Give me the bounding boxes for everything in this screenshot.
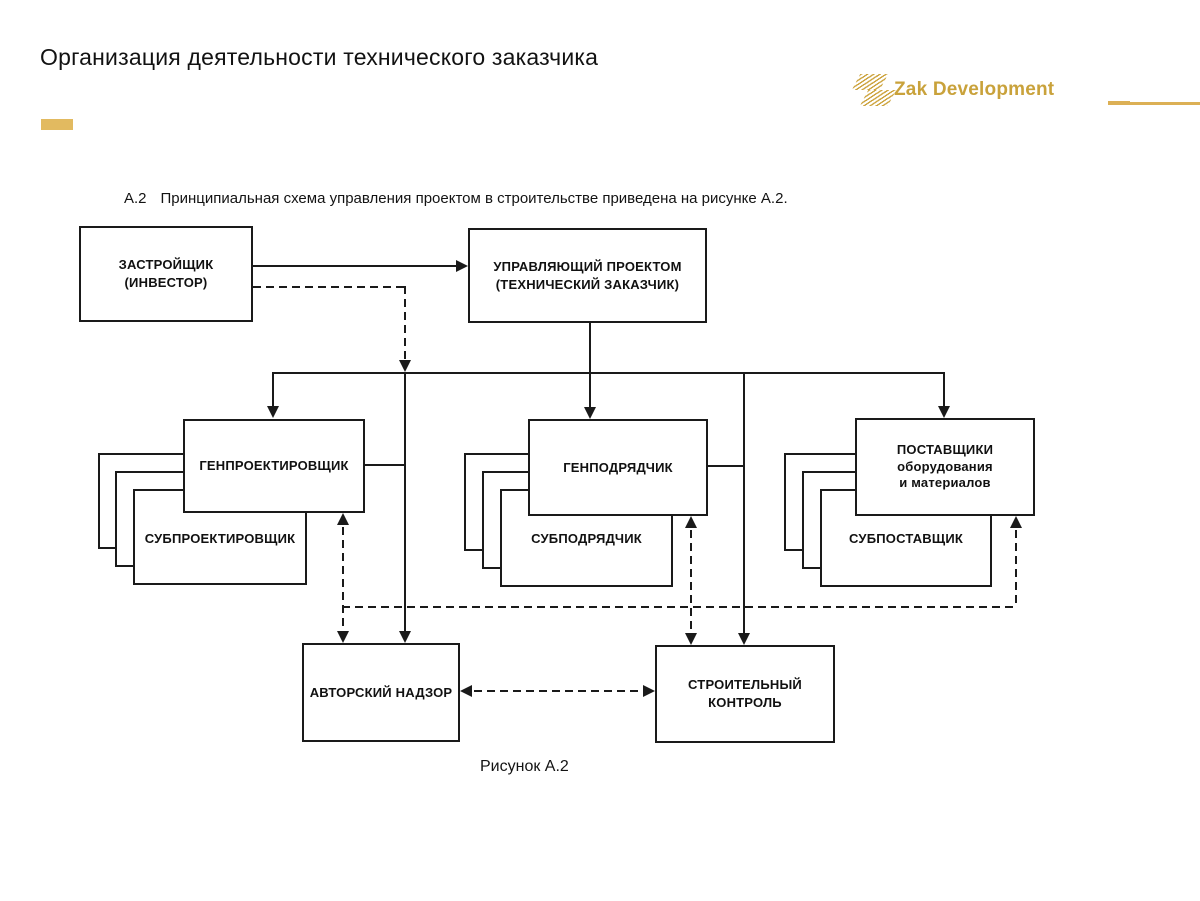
suppliers-label3: и материалов (899, 475, 991, 491)
developer-label2: (ИНВЕСТОР) (124, 275, 208, 290)
dashed-supplier-bus (1015, 530, 1017, 608)
arrowhead-down-icon (738, 633, 750, 645)
suppliers-box: ПОСТАВЩИКИ оборудования и материалов (855, 418, 1035, 516)
branch-author-supervision (404, 372, 406, 631)
dashed-bus-horizontal (342, 606, 1017, 608)
construction-control-label2: КОНТРОЛЬ (708, 695, 782, 710)
general-contractor-label: ГЕНПОДРЯДЧИК (563, 459, 673, 475)
arrowhead-down-icon (584, 407, 596, 419)
connector-developer-dashed-h (253, 286, 406, 288)
arrowhead-down-icon (399, 360, 411, 372)
general-designer-label: ГЕНПРОЕКТИРОВЩИК (199, 458, 349, 474)
sub-contractor-label: СУБПОДРЯДЧИК (531, 531, 642, 546)
general-contractor-box: ГЕНПОДРЯДЧИК (528, 419, 708, 516)
arrowhead-right-icon (456, 260, 468, 272)
logo-text: Zak Development (894, 79, 1055, 100)
connector-manager-contractor (589, 323, 591, 407)
branch-suppliers (943, 372, 945, 406)
figure-caption-bottom: Рисунок А.2 (480, 758, 569, 775)
figure-caption-top: А.2 Принципиальная схема управления проек… (124, 190, 788, 207)
developer-label: ЗАСТРОЙЩИК (118, 257, 214, 273)
dashed-supervision-control (474, 690, 643, 692)
accent-bar (41, 119, 73, 130)
arrowhead-down-icon (938, 406, 950, 418)
dashed-contractor-bus (690, 530, 692, 633)
general-designer-box: ГЕНПРОЕКТИРОВЩИК (183, 419, 365, 513)
author-supervision-label: АВТОРСКИЙ НАДЗОР (309, 684, 453, 700)
caption-number: А.2 (124, 190, 147, 207)
stub-designer (365, 464, 406, 466)
branch-construction-control (743, 372, 745, 633)
arrowhead-down-icon (337, 631, 349, 643)
arrowhead-right-icon (643, 685, 655, 697)
arrowhead-down-icon (399, 631, 411, 643)
connector-developer-dashed-v (404, 286, 406, 362)
page-title: Организация деятельности технического за… (40, 44, 599, 70)
gold-rule (1108, 102, 1200, 105)
logo-hatch-icon (859, 90, 897, 106)
caption-text: Принципиальная схема управления проектом… (160, 190, 788, 207)
arrowhead-up-icon (685, 516, 697, 528)
arrowhead-left-icon (460, 685, 472, 697)
distribution-line (272, 372, 945, 374)
project-manager-box: УПРАВЛЯЮЩИЙ ПРОЕКТОМ (ТЕХНИЧЕСКИЙ ЗАКАЗЧ… (468, 228, 707, 323)
arrowhead-down-icon (685, 633, 697, 645)
sub-supplier-label: СУБПОСТАВЩИК (849, 531, 963, 546)
branch-designer (272, 372, 274, 406)
logo-hatch-icon (851, 74, 889, 90)
construction-control-box: СТРОИТЕЛЬНЫЙ КОНТРОЛЬ (655, 645, 835, 743)
suppliers-label: ПОСТАВЩИКИ (896, 441, 994, 457)
suppliers-label2: оборудования (897, 458, 993, 474)
arrowhead-up-icon (337, 513, 349, 525)
logo: Zak Development (848, 70, 1088, 110)
arrowhead-down-icon (267, 406, 279, 418)
author-supervision-box: АВТОРСКИЙ НАДЗОР (302, 643, 460, 742)
project-manager-label: УПРАВЛЯЮЩИЙ ПРОЕКТОМ (493, 258, 682, 274)
dashed-designer-bus (342, 527, 344, 631)
arrowhead-up-icon (1010, 516, 1022, 528)
construction-control-label: СТРОИТЕЛЬНЫЙ (688, 677, 802, 693)
sub-designer-label: СУБПРОЕКТИРОВЩИК (144, 531, 296, 546)
connector-developer-manager (253, 265, 458, 267)
project-manager-label2: (ТЕХНИЧЕСКИЙ ЗАКАЗЧИК) (495, 276, 680, 292)
developer-box: ЗАСТРОЙЩИК (ИНВЕСТОР) (79, 226, 253, 322)
stub-contractor (708, 465, 745, 467)
